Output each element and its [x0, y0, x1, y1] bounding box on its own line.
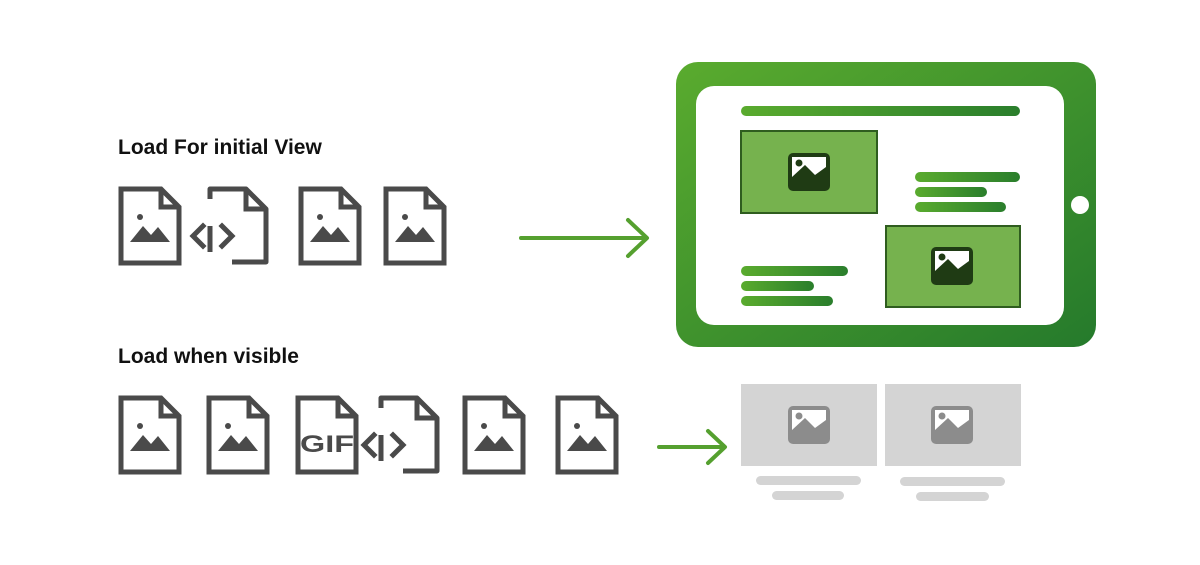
image-file-icon [301, 189, 359, 263]
content-line [915, 202, 1006, 212]
image-file-icon [465, 398, 523, 472]
content-line [741, 296, 833, 306]
content-line [741, 281, 814, 291]
image-file-icon [121, 398, 179, 472]
code-file-icon [364, 398, 437, 471]
content-line [741, 106, 1020, 116]
arrow-right-icon [519, 218, 649, 258]
image-file-icon [558, 398, 616, 472]
image-file-icon [386, 189, 444, 263]
code-file-icon [193, 189, 266, 262]
content-line [741, 266, 848, 276]
tablet-device [676, 62, 1096, 347]
label-load-when-visible: Load when visible [118, 345, 299, 368]
photo-icon [931, 406, 973, 444]
content-line [915, 187, 987, 197]
image-file-icon [209, 398, 267, 472]
photo-icon [788, 153, 830, 191]
gif-label: GIF [300, 431, 354, 458]
placeholder-line [900, 477, 1005, 486]
placeholder-line [772, 491, 844, 500]
placeholder-line [756, 476, 861, 485]
photo-icon [788, 406, 830, 444]
content-line [915, 172, 1020, 182]
lazy-placeholder-left [741, 384, 877, 500]
photo-icon [931, 247, 973, 285]
image-file-icon [121, 189, 179, 263]
arrow-right-icon [657, 429, 727, 465]
placeholder-line [916, 492, 989, 501]
lazy-placeholder-right [885, 384, 1021, 501]
gif-file-icon: GIF [295, 395, 359, 475]
tablet-home-button [1071, 196, 1089, 214]
label-load-initial-view: Load For initial View [118, 136, 322, 159]
